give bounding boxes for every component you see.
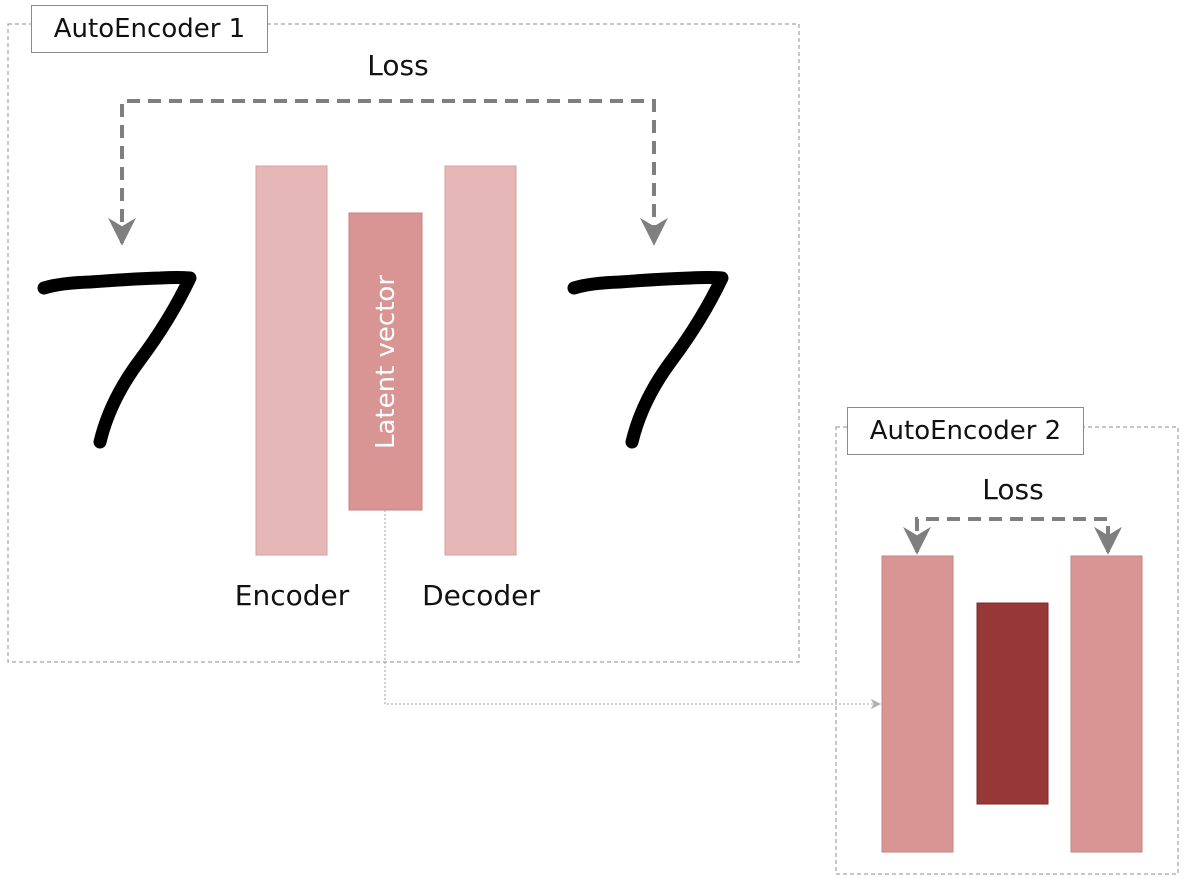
latent-vector-label: Latent vector <box>370 274 401 449</box>
decoder-label: Decoder <box>422 579 540 612</box>
autoencoder2-title: AutoEncoder 2 <box>847 407 1084 455</box>
loss-arrow-ae1 <box>108 99 668 246</box>
ae2-decoder-block <box>1070 555 1143 853</box>
input-digit-seven <box>37 271 197 449</box>
autoencoder1-title: AutoEncoder 1 <box>31 5 268 53</box>
loss-arrow-ae2 <box>903 517 1122 555</box>
decoder-block <box>444 165 517 556</box>
loss-label-ae2: Loss <box>982 473 1044 506</box>
output-digit-seven <box>567 271 729 449</box>
autoencoder1-frame <box>7 23 800 663</box>
latent-vector-label-holder: Latent vector <box>349 213 422 510</box>
ae2-latent-block <box>976 602 1049 805</box>
loss-label-ae1: Loss <box>367 49 429 82</box>
encoder-block <box>255 165 328 556</box>
ae2-encoder-block <box>881 555 954 853</box>
latent-to-ae2-connector <box>384 510 882 710</box>
encoder-label: Encoder <box>234 579 350 612</box>
